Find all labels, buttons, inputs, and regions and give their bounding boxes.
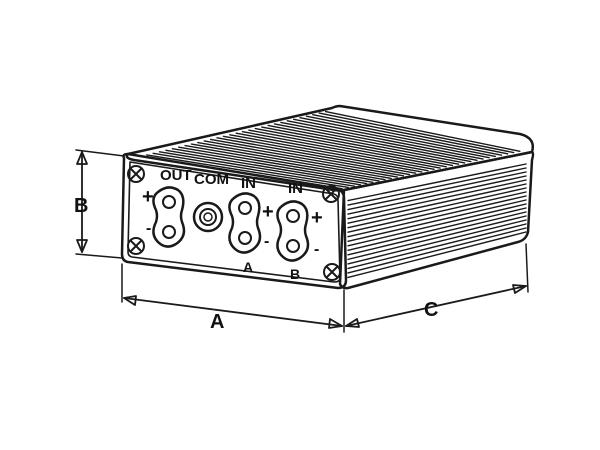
top-rib <box>254 127 454 167</box>
top-rib <box>146 154 349 189</box>
top-rib <box>267 124 466 164</box>
side-rib <box>347 167 527 206</box>
in-a-terminal <box>228 192 262 254</box>
out-plus-sign: + <box>142 186 154 208</box>
top-rib <box>178 146 380 182</box>
top-rib <box>280 121 478 162</box>
side-rib <box>347 199 527 242</box>
screw-bottom-left <box>127 237 145 255</box>
label-b: B <box>290 266 300 282</box>
top-rib <box>197 141 398 178</box>
side-rib <box>347 179 527 220</box>
top-ribs <box>139 110 521 190</box>
top-rib <box>190 143 392 180</box>
in-b-minus-sign: - <box>314 241 319 258</box>
top-rib <box>286 120 484 160</box>
top-rib <box>299 117 497 158</box>
side-rib <box>347 227 527 274</box>
side-rib <box>347 207 527 252</box>
top-rib <box>248 129 448 168</box>
label-in-b: IN <box>288 180 303 197</box>
top-face <box>125 104 534 192</box>
in-b-plus-sign: + <box>311 207 323 229</box>
side-rib <box>347 191 527 233</box>
side-rib <box>347 203 527 247</box>
in-b-terminal <box>276 200 310 262</box>
dimension-b <box>75 149 125 259</box>
top-rib <box>222 135 423 173</box>
top-rib <box>292 118 490 159</box>
top-rib <box>203 140 405 177</box>
front-panel <box>120 152 348 290</box>
in-a-minus-sign: - <box>264 233 269 250</box>
top-rib <box>158 151 362 186</box>
dimension-c-label: C <box>424 299 438 321</box>
dimension-b-label: B <box>74 195 88 217</box>
out-terminal <box>152 186 186 248</box>
in-a-plus-sign: + <box>262 201 274 223</box>
side-rib <box>347 215 527 261</box>
side-rib <box>347 195 527 238</box>
side-rib <box>347 183 527 224</box>
side-rib <box>347 231 527 279</box>
screw-top-left <box>127 165 145 183</box>
top-rib <box>324 110 521 152</box>
dimension-a <box>121 263 345 333</box>
side-ribs <box>347 163 527 279</box>
top-rib <box>165 149 368 185</box>
com-jack <box>192 201 224 233</box>
top-rib <box>261 126 460 165</box>
side-rib <box>347 187 527 229</box>
label-out: OUT <box>160 167 192 184</box>
top-rib <box>312 113 509 155</box>
side-rib <box>347 219 527 265</box>
label-a: A <box>243 259 253 275</box>
side-rib <box>347 175 527 215</box>
out-minus-sign: - <box>146 220 151 237</box>
label-in-a: IN <box>241 175 256 192</box>
side-rib <box>347 223 527 270</box>
screw-top-right <box>322 185 340 203</box>
top-rib <box>241 130 441 169</box>
top-rib <box>152 152 356 187</box>
top-rib <box>229 134 429 172</box>
side-face <box>338 150 535 290</box>
top-rib <box>216 137 417 174</box>
top-rib <box>318 112 515 154</box>
top-rib <box>305 115 503 156</box>
side-rib <box>347 163 527 202</box>
top-rib <box>273 123 472 163</box>
label-com: COM <box>194 171 229 188</box>
top-rib <box>171 148 374 183</box>
top-rib <box>235 132 435 171</box>
dimension-a-label: A <box>210 311 224 333</box>
side-rib <box>347 211 527 256</box>
screw-bottom-right <box>323 263 341 281</box>
top-rib <box>209 138 411 176</box>
top-rib <box>184 144 386 181</box>
dimension-c <box>345 243 529 328</box>
side-rib <box>347 171 527 211</box>
